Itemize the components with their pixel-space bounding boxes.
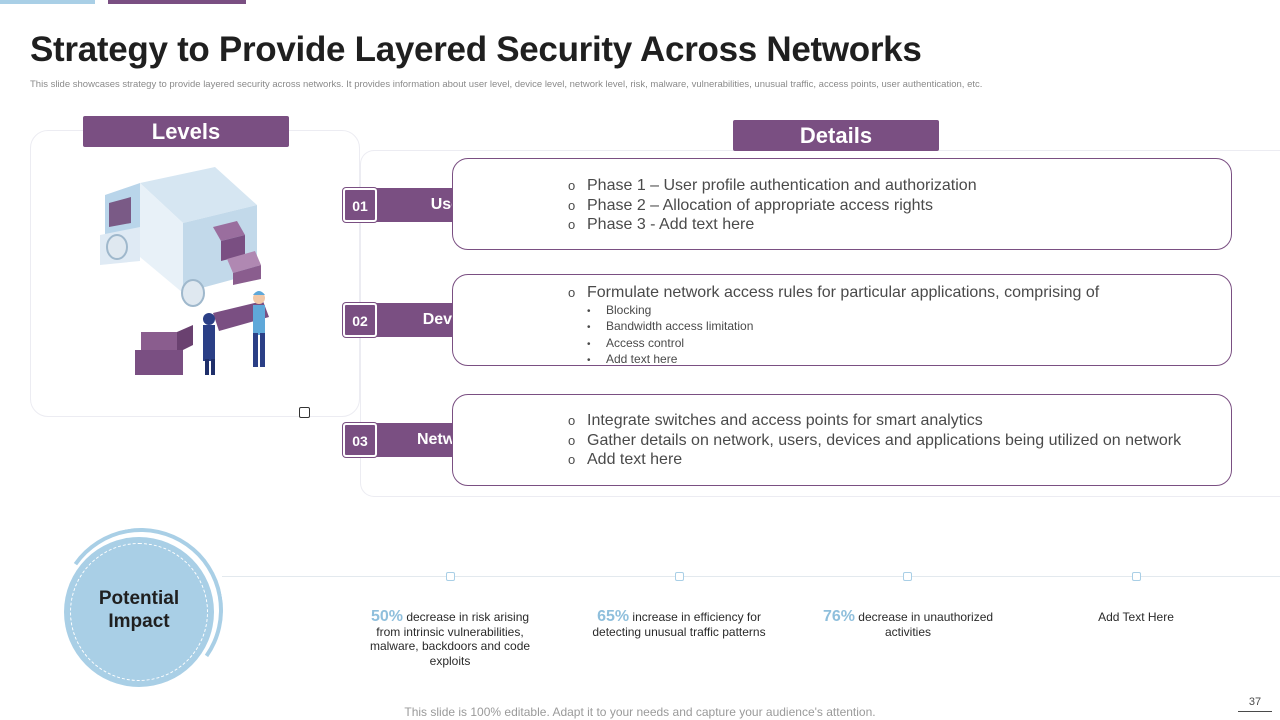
small-square-marker: [299, 407, 310, 418]
dot-bullet-icon: •: [587, 305, 591, 317]
stat-text: increase in efficiency for detecting unu…: [592, 610, 766, 639]
impact-stat: 65% increase in efficiency for detecting…: [589, 608, 769, 639]
stat-text: decrease in risk arising from intrinsic …: [369, 610, 531, 668]
impact-stat: 76% decrease in unauthorized activities: [818, 608, 998, 639]
page-title: Strategy to Provide Layered Security Acr…: [30, 30, 922, 69]
sub-list-item: •Blocking: [587, 303, 1099, 320]
row-number: 02: [343, 303, 377, 337]
stat-text: Add Text Here: [1098, 610, 1174, 624]
circle-bullet-icon: o: [568, 452, 576, 467]
timeline-node: [446, 572, 455, 581]
circle-bullet-icon: o: [568, 432, 576, 448]
impact-timeline: [222, 576, 1280, 577]
sub-list-item: •Add text here: [587, 352, 1099, 369]
dot-bullet-icon: •: [587, 355, 591, 366]
stat-percent: 65%: [597, 608, 630, 625]
sub-list: •Blocking •Bandwidth access limitation •…: [587, 303, 1099, 369]
dot-bullet-icon: •: [587, 338, 591, 350]
sub-list-item: •Access control: [587, 336, 1099, 353]
impact-dashed-ring: [70, 543, 208, 681]
row-number: 03: [343, 423, 377, 457]
circle-bullet-icon: o: [568, 413, 576, 428]
delivery-truck-illustration: [100, 167, 269, 375]
details-heading: Details: [733, 120, 939, 151]
circle-bullet-icon: o: [568, 217, 576, 232]
stat-text: decrease in unauthorized activities: [854, 610, 994, 639]
top-deco-bar-blue: [0, 0, 95, 4]
top-deco-bar-purple: [108, 0, 246, 4]
dot-bullet-icon: •: [587, 322, 591, 333]
circle-bullet-icon: o: [568, 178, 576, 193]
impact-stat: 50% decrease in risk arising from intrin…: [360, 608, 540, 668]
impact-label: Potential Impact: [98, 588, 180, 632]
page-number: 37: [1238, 696, 1272, 712]
impact-stat: Add Text Here: [1046, 610, 1226, 625]
levels-heading: Levels: [83, 116, 289, 147]
timeline-node: [675, 572, 684, 581]
footer-note: This slide is 100% editable. Adapt it to…: [404, 705, 876, 719]
timeline-node: [903, 572, 912, 581]
stat-percent: 76%: [822, 608, 855, 625]
circle-bullet-icon: o: [568, 197, 576, 213]
sub-list-item: •Bandwidth access limitation: [587, 319, 1099, 336]
timeline-node: [1132, 572, 1141, 581]
circle-bullet-icon: o: [568, 285, 576, 300]
stat-percent: 50%: [370, 608, 403, 625]
row-number: 01: [343, 188, 377, 222]
page-subtitle: This slide showcases strategy to provide…: [30, 79, 983, 90]
